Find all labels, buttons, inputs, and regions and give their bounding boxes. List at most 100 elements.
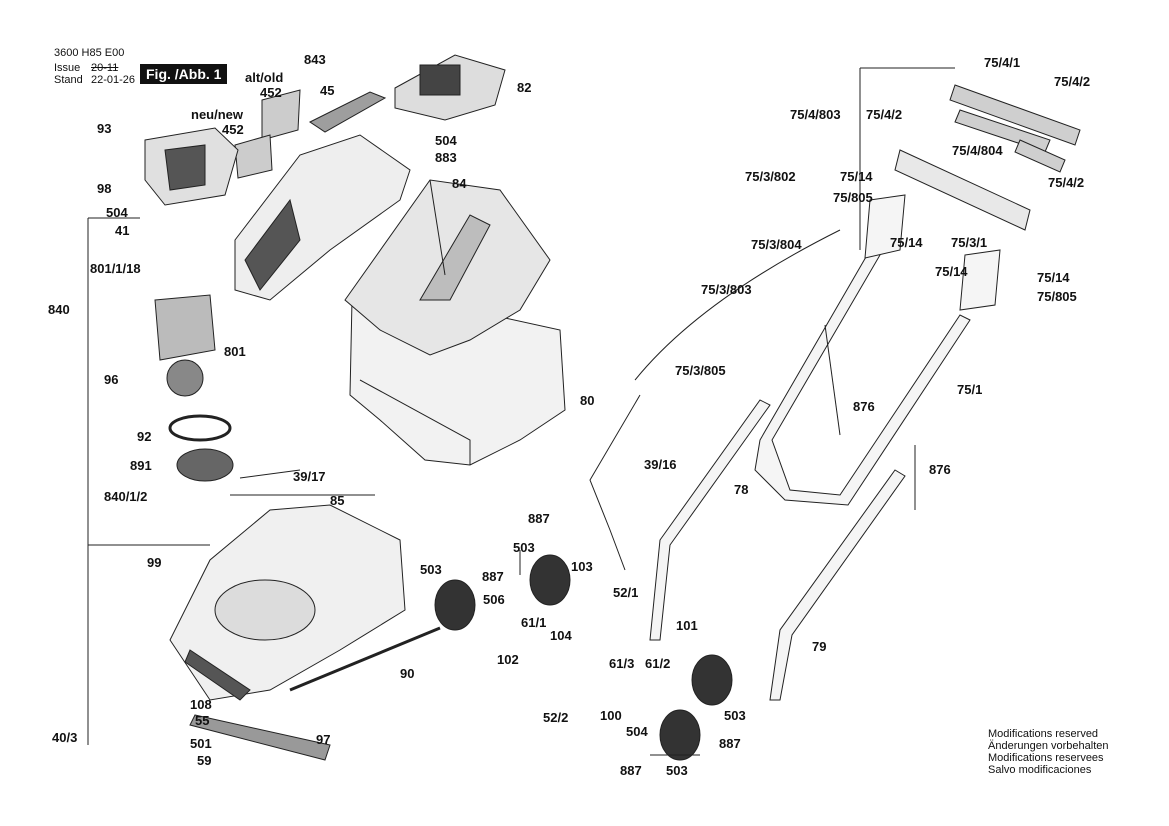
- label-75-14-d: 75/14: [1037, 270, 1070, 285]
- label-75-3-805: 75/3/805: [675, 363, 726, 378]
- label-84: 84: [452, 176, 467, 191]
- label-103: 103: [571, 559, 593, 574]
- label-75-805-a: 75/805: [833, 190, 873, 205]
- label-92: 92: [137, 429, 151, 444]
- front-wheel-1-shape: [691, 654, 733, 706]
- label-85: 85: [330, 493, 344, 508]
- label-801: 801: [224, 344, 246, 359]
- label-alt-old: alt/old: [245, 70, 283, 85]
- label-98: 98: [97, 181, 111, 196]
- logo-plate-new-shape: [234, 134, 273, 179]
- logo-plate-old-shape: [261, 89, 301, 141]
- label-40-3: 40/3: [52, 730, 77, 745]
- label-75-3-802: 75/3/802: [745, 169, 796, 184]
- rear-wheel-2-shape: [529, 554, 571, 606]
- rear-wheel-1-shape: [434, 579, 476, 631]
- front-wheel-2-shape: [659, 709, 701, 761]
- bowden-cable-shape: [589, 394, 641, 571]
- label-75-4-1: 75/4/1: [984, 55, 1020, 70]
- label-61-2: 61/2: [645, 656, 670, 671]
- belt-shape: [168, 414, 232, 442]
- label-840-1-2: 840/1/2: [104, 489, 147, 504]
- stand-date: 22-01-26: [91, 74, 136, 86]
- label-503-d: 503: [666, 763, 688, 778]
- label-503-c: 503: [724, 708, 746, 723]
- label-75-805-b: 75/805: [1037, 289, 1077, 304]
- label-876-b: 876: [929, 462, 951, 477]
- handle-lower-78-shape: [649, 399, 771, 641]
- handle-lower-79-shape: [769, 469, 906, 701]
- label-61-1: 61/1: [521, 615, 546, 630]
- label-93: 93: [97, 121, 111, 136]
- handle-grip-shape: [309, 91, 387, 133]
- handle-upper-shape: [754, 249, 971, 506]
- label-59: 59: [197, 753, 211, 768]
- modifications-line-fr: Modifications reservees: [988, 752, 1104, 764]
- label-887-a: 887: [482, 569, 504, 584]
- label-41: 41: [115, 223, 129, 238]
- blade-shape: [189, 714, 331, 761]
- motor-shape: [154, 294, 216, 361]
- label-52-1: 52/1: [613, 585, 638, 600]
- label-75-14-a: 75/14: [840, 169, 873, 184]
- label-78: 78: [734, 482, 748, 497]
- label-75-3-804: 75/3/804: [751, 237, 802, 252]
- label-75-4-803: 75/4/803: [790, 107, 841, 122]
- label-100: 100: [600, 708, 622, 723]
- label-55: 55: [195, 713, 209, 728]
- label-75-3-803: 75/3/803: [701, 282, 752, 297]
- label-887-d: 887: [620, 763, 642, 778]
- label-504-left: 504: [106, 205, 128, 220]
- label-52-2: 52/2: [543, 710, 568, 725]
- label-801-1-18: 801/1/18: [90, 261, 141, 276]
- label-neu-new: neu/new: [191, 107, 244, 122]
- label-97: 97: [316, 732, 330, 747]
- label-887-c: 887: [719, 736, 741, 751]
- label-506: 506: [483, 592, 505, 607]
- figure-badge: Fig. /Abb. 1: [140, 64, 228, 84]
- label-104: 104: [550, 628, 572, 643]
- modifications-line-es: Salvo modificaciones: [988, 764, 1092, 776]
- issue-date: 20-11: [91, 62, 119, 74]
- label-45: 45: [320, 83, 334, 98]
- label-75-3-1: 75/3/1: [951, 235, 987, 250]
- label-75-4-804: 75/4/804: [952, 143, 1003, 158]
- label-504-bottom: 504: [626, 724, 648, 739]
- label-108: 108: [190, 697, 212, 712]
- label-61-3: 61/3: [609, 656, 634, 671]
- label-102: 102: [497, 652, 519, 667]
- label-96: 96: [104, 372, 118, 387]
- label-840: 840: [48, 302, 70, 317]
- label-876-a: 876: [853, 399, 875, 414]
- label-887-b: 887: [528, 511, 550, 526]
- label-79: 79: [812, 639, 826, 654]
- label-501: 501: [190, 736, 212, 751]
- label-80: 80: [580, 393, 594, 408]
- stand-label: Stand: [54, 74, 83, 86]
- label-503-b: 503: [513, 540, 535, 555]
- label-504-top: 504: [435, 133, 457, 148]
- label-75-14-b: 75/14: [890, 235, 923, 250]
- label-90: 90: [400, 666, 414, 681]
- label-503-a: 503: [420, 562, 442, 577]
- label-39-16: 39/16: [644, 457, 677, 472]
- label-452-new: 452: [222, 122, 244, 137]
- label-39-17: 39/17: [293, 469, 326, 484]
- top-handle-bar-shape: [894, 149, 1031, 231]
- issue-label: Issue: [54, 62, 81, 74]
- model-code: 3600 H85 E00: [54, 47, 125, 59]
- label-891: 891: [130, 458, 152, 473]
- label-75-1: 75/1: [957, 382, 982, 397]
- modifications-line-en: Modifications reserved: [988, 728, 1099, 740]
- pulley-shape: [176, 448, 234, 482]
- label-75-4-2-b: 75/4/2: [866, 107, 902, 122]
- modifications-line-de: Änderungen vorbehalten: [988, 740, 1109, 752]
- label-883: 883: [435, 150, 457, 165]
- label-101: 101: [676, 618, 698, 633]
- label-99: 99: [147, 555, 161, 570]
- modifications-note: Modifications reserved Änderungen vorbeh…: [988, 728, 1108, 776]
- label-75-4-2-c: 75/4/2: [1048, 175, 1084, 190]
- label-75-14-c: 75/14: [935, 264, 968, 279]
- label-82: 82: [517, 80, 531, 95]
